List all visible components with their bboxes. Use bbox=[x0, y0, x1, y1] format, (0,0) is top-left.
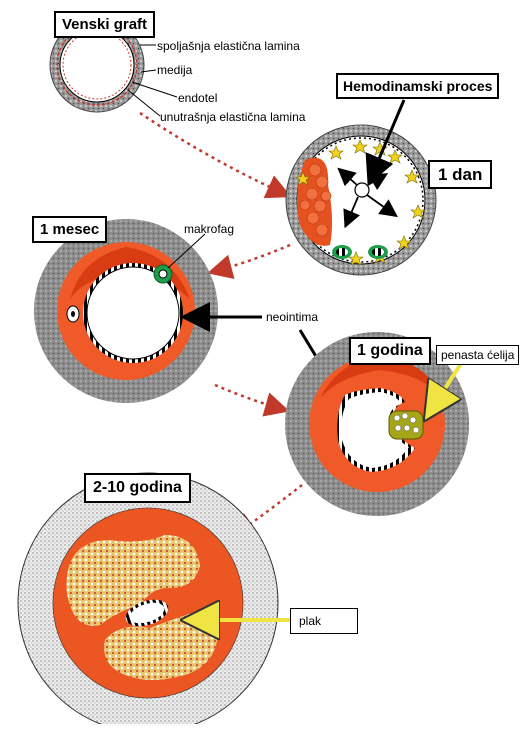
label-inner-lamina: unutrašnja elastična lamina bbox=[160, 111, 305, 123]
label-endothel: endotel bbox=[178, 92, 217, 104]
label-plaque: plak bbox=[290, 608, 358, 634]
title-vein-graft: Venski graft bbox=[54, 11, 155, 38]
title-month1: 1 mesec bbox=[32, 216, 107, 243]
label-media: medija bbox=[157, 64, 192, 76]
title-day1: 1 dan bbox=[428, 160, 492, 189]
day1-vessel bbox=[286, 125, 436, 275]
label-macrophage: makrofag bbox=[184, 223, 234, 235]
arrow-month1-to-year1 bbox=[215, 385, 285, 410]
arrow-graft-to-day1 bbox=[140, 113, 287, 195]
title-hemodynamic: Hemodinamski proces bbox=[336, 73, 499, 99]
years-vessel bbox=[18, 473, 278, 724]
label-foam-cell: penasta ćelija bbox=[436, 345, 519, 365]
label-neointima: neointima bbox=[266, 311, 318, 323]
title-year1: 1 godina bbox=[349, 337, 431, 365]
label-outer-lamina: spoljašnja elastična lamina bbox=[157, 40, 300, 52]
title-years: 2-10 godina bbox=[84, 473, 191, 503]
arrow-day1-to-month1 bbox=[212, 245, 290, 272]
month1-vessel bbox=[34, 219, 218, 403]
